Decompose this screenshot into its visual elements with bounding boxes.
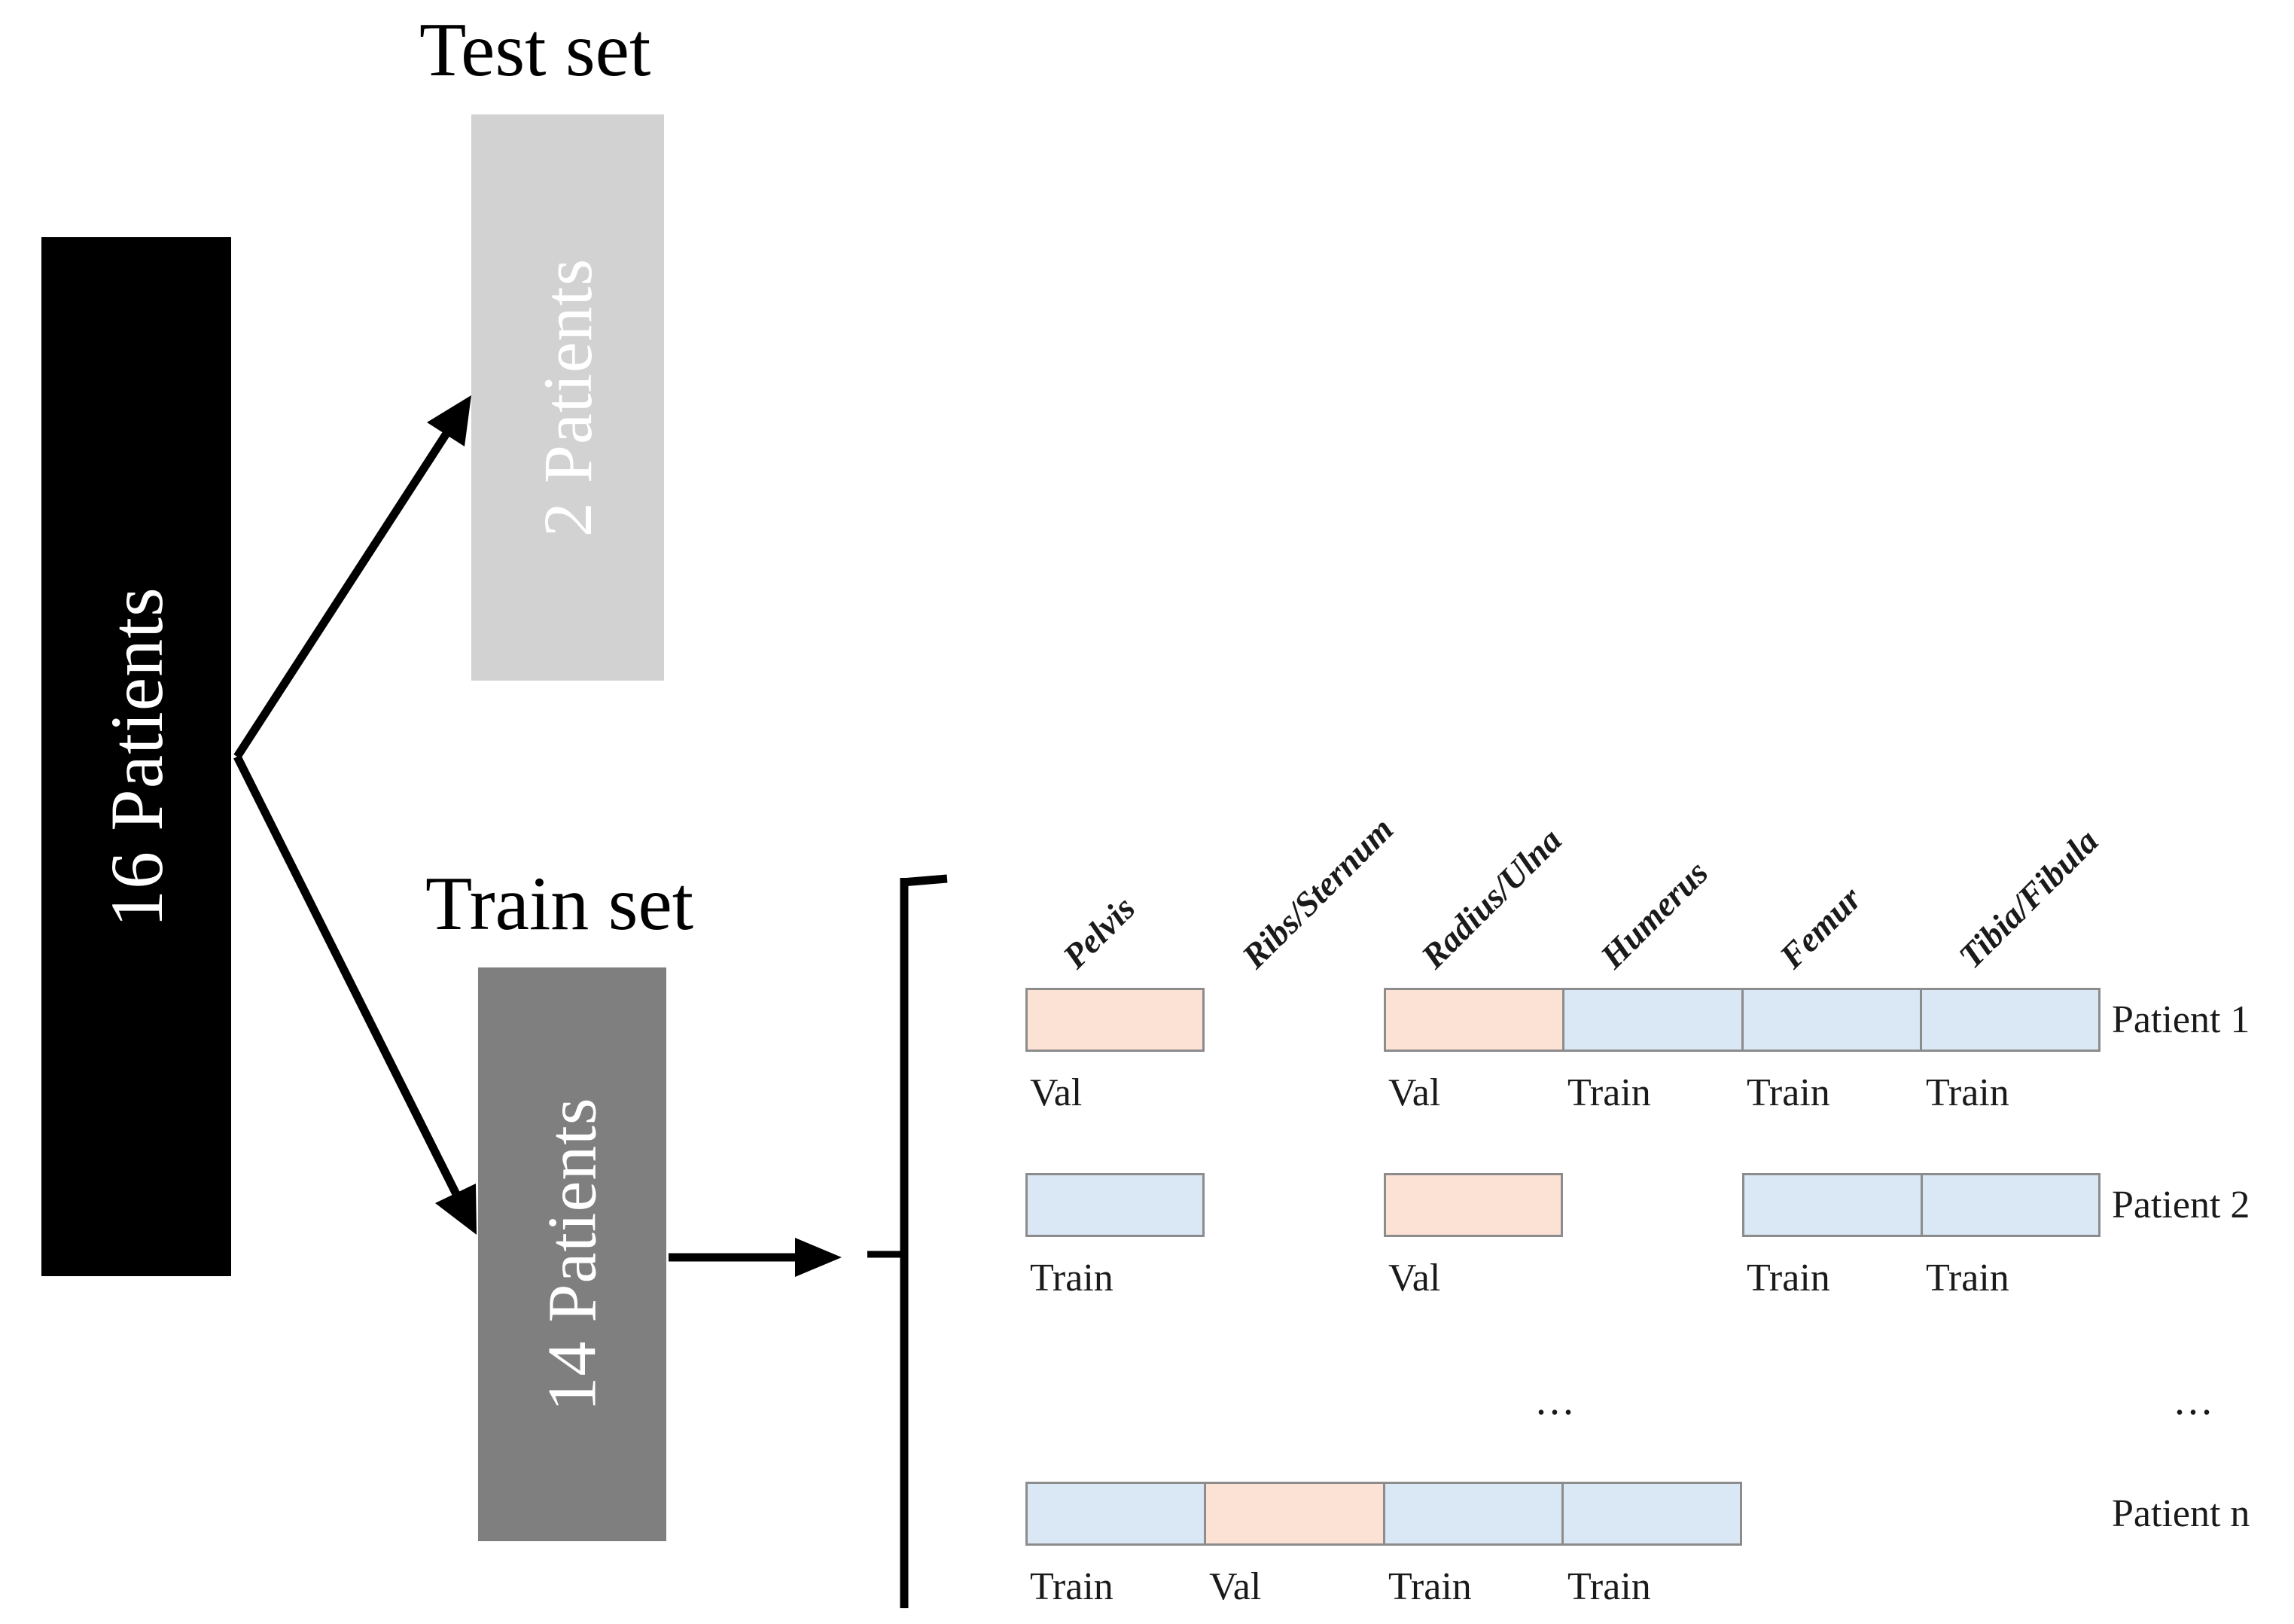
cell-patient-n-ribs-sternum [1204, 1484, 1383, 1543]
cell-role-label: Train [1926, 1071, 2009, 1114]
cell-patient-n-radius-ulna [1382, 1484, 1561, 1543]
cell-role-label: Train [1926, 1257, 2009, 1300]
cell-strip-patient-1 [1025, 988, 1205, 1052]
cell-strip-patient-2 [1384, 1173, 1563, 1237]
grid-ellipsis-right: ... [2174, 1377, 2215, 1424]
train-set-box: 14 Patients [478, 967, 666, 1541]
train-set-title: Train set [425, 861, 694, 946]
cell-role-label: Train [1030, 1257, 1113, 1300]
arrow-to-test-head [427, 395, 471, 446]
patient-label-patient-1: Patient 1 [2112, 998, 2250, 1041]
cell-role-label: Train [1747, 1257, 1830, 1300]
cell-patient-n-pelvis [1028, 1484, 1205, 1543]
cell-role-label: Train [1567, 1565, 1651, 1608]
cell-patient-2-femur [1744, 1175, 1921, 1235]
cell-patient-1-pelvis [1028, 990, 1202, 1050]
cell-strip-patient-2 [1742, 1173, 2101, 1237]
cell-patient-2-tibia-fibula [1920, 1175, 2098, 1235]
cell-patient-2-radius-ulna [1386, 1175, 1561, 1235]
cell-role-label: Train [1030, 1565, 1113, 1608]
cell-role-label: Train [1747, 1071, 1830, 1114]
test-set-title: Test set [419, 8, 651, 93]
cell-role-label: Val [1388, 1071, 1441, 1114]
cell-patient-1-radius-ulna [1386, 990, 1563, 1050]
cell-role-label: Val [1030, 1071, 1083, 1114]
cell-role-label: Train [1567, 1071, 1651, 1114]
arrow-to-test-line [233, 425, 454, 759]
patient-label-patient-n: Patient n [2112, 1491, 2250, 1535]
patient-label-patient-2: Patient 2 [2112, 1183, 2250, 1226]
cell-role-label: Val [1388, 1257, 1441, 1300]
cell-role-label: Val [1209, 1565, 1262, 1608]
cell-role-label: Train [1388, 1565, 1472, 1608]
arrow-to-train-line [233, 754, 463, 1202]
source-patients-box: 16 Patients [41, 237, 231, 1276]
grid-ellipsis-left: ... [1536, 1377, 1577, 1424]
arrow-to-grid-head [795, 1238, 842, 1277]
cell-patient-1-tibia-fibula [1919, 990, 2098, 1050]
cell-strip-patient-2 [1025, 1173, 1205, 1237]
cell-patient-1-humerus [1562, 990, 1741, 1050]
cell-patient-n-humerus [1561, 1484, 1740, 1543]
test-set-box: 2 Patients [471, 114, 664, 681]
cell-strip-patient-1 [1384, 988, 2101, 1052]
cell-strip-patient-n [1025, 1482, 1742, 1546]
arrow-to-train-head [435, 1184, 477, 1235]
cell-patient-2-pelvis [1028, 1175, 1202, 1235]
bracket-top-tick [901, 874, 948, 887]
cell-patient-1-femur [1741, 990, 1920, 1050]
